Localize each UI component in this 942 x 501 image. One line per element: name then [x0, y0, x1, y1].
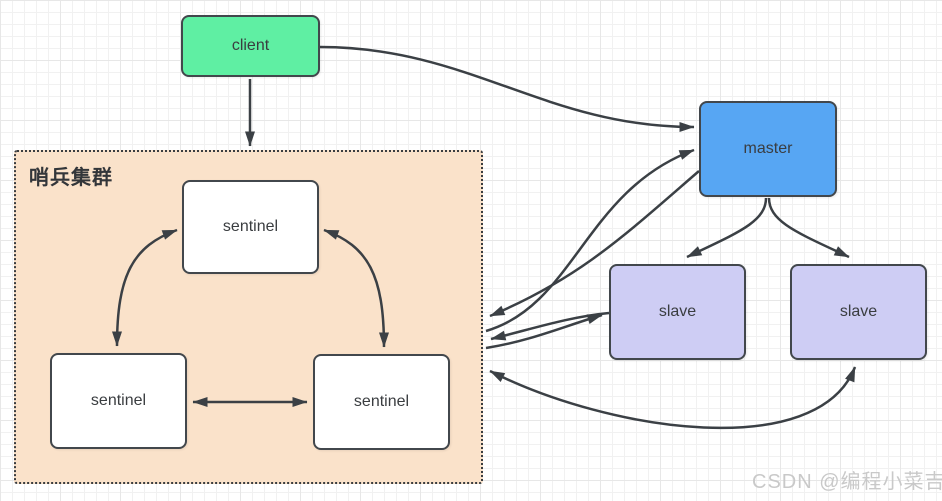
edge-cluster-to-slave-left [485, 313, 603, 350]
edge-slave-left-to-cluster [490, 311, 610, 341]
sentinel-top-node: sentinel [182, 180, 319, 274]
edge-cluster-to-master [485, 148, 695, 333]
slave-right-node-label: slave [839, 303, 878, 320]
slave-right-node: slave [790, 264, 927, 360]
edge-cluster-to-slave-right [489, 366, 857, 430]
master-node-label: master [743, 140, 793, 157]
sentinel-bottom-left-node: sentinel [50, 353, 187, 449]
sentinel-cluster-label: 哨兵集群 [29, 167, 113, 189]
slave-left-node: slave [609, 264, 746, 360]
sentinel-bottom-left-node-label: sentinel [90, 392, 147, 409]
edge-sentinel-top-to-bottom-right [323, 228, 389, 348]
edge-master-to-slave-left [686, 197, 768, 259]
edge-client-to-master [319, 45, 695, 132]
sentinel-bottom-right-node-label: sentinel [353, 393, 410, 410]
sentinel-bottom-right-node: sentinel [313, 354, 450, 450]
client-node-label: client [231, 37, 270, 54]
slave-left-node-label: slave [658, 303, 697, 320]
edge-master-to-cluster [489, 170, 700, 318]
edge-sentinel-top-to-bottom-left [112, 228, 178, 347]
edge-master-to-slave-right [767, 197, 850, 259]
master-node: master [699, 101, 837, 197]
sentinel-top-node-label: sentinel [222, 218, 279, 235]
client-node: client [181, 15, 320, 77]
csdn-watermark: CSDN @编程小菜吉 [752, 471, 942, 493]
edge-group [112, 45, 857, 430]
